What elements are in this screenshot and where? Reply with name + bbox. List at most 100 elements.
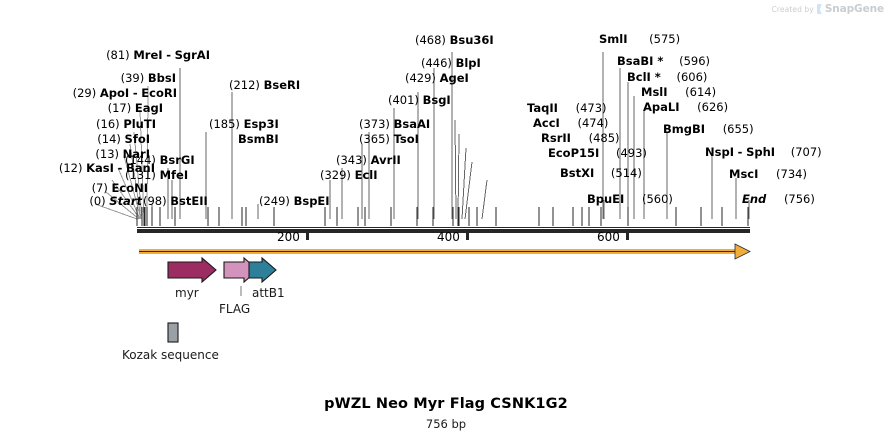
site-label-bsteii[interactable]: (98) BstEII bbox=[143, 194, 208, 208]
site-label-bsaai[interactable]: (373) BsaAI bbox=[359, 117, 430, 131]
site-name: BspEI bbox=[293, 194, 330, 208]
site-position: (401) bbox=[388, 93, 419, 107]
site-name-secondary: BanI bbox=[126, 161, 155, 175]
site-label-apoi-ecori[interactable]: (29) ApoI - EcoRI bbox=[72, 86, 177, 100]
site-position: (329) bbox=[320, 168, 351, 182]
site-name: SmlI bbox=[599, 32, 628, 46]
site-name: NspI bbox=[705, 145, 734, 159]
site-position: (606) bbox=[676, 70, 708, 84]
site-label-bsu36i[interactable]: (468) Bsu36I bbox=[415, 34, 494, 47]
site-name: ApoI bbox=[99, 86, 130, 100]
site-label-acci[interactable]: AccI (474) bbox=[533, 116, 608, 130]
site-label-msci[interactable]: MscI (734) bbox=[729, 168, 807, 181]
site-label-esp3i[interactable]: (185) Esp3I bbox=[209, 117, 279, 131]
site-name: BstEII bbox=[170, 194, 208, 208]
site-label-end[interactable]: End (756) bbox=[742, 192, 815, 206]
site-label-tsoi[interactable]: (365) TsoI bbox=[359, 133, 419, 146]
site-label-taqii[interactable]: TaqII (473) bbox=[527, 102, 607, 115]
site-position: (12) bbox=[58, 161, 83, 175]
site-name: ApaLI bbox=[643, 100, 680, 114]
site-name: AccI bbox=[533, 116, 560, 130]
restriction-site-labels: (0) Start (7) EcoNI (12) KasI - BanI (13… bbox=[0, 0, 892, 215]
site-position: (7) bbox=[91, 181, 108, 195]
site-label-bbsi[interactable]: (39) BbsI bbox=[0, 72, 176, 85]
site-position: (560) bbox=[641, 192, 673, 206]
snapgene-watermark: Created by SnapGene bbox=[771, 3, 885, 15]
site-label-bcli[interactable]: BclI * (606) bbox=[627, 70, 708, 84]
site-position: (493) bbox=[615, 146, 647, 160]
site-position: (16) bbox=[96, 117, 120, 131]
site-position: (373) bbox=[359, 117, 390, 131]
site-label-apali[interactable]: ApaLI (626) bbox=[643, 100, 728, 114]
feature-label-flag[interactable]: FLAG bbox=[219, 302, 251, 316]
watermark-created-label: Created by bbox=[771, 4, 814, 14]
feature-track: myr FLAG attB1 Kozak sequence bbox=[122, 256, 285, 362]
site-name: SfoI bbox=[124, 132, 150, 146]
site-name-secondary: SgrAI bbox=[174, 48, 210, 62]
site-position: (614) bbox=[685, 85, 717, 99]
site-label-kasi-bani[interactable]: (12) KasI - BanI bbox=[58, 161, 155, 175]
site-name: AgeI bbox=[439, 71, 469, 85]
site-position: (756) bbox=[783, 192, 815, 206]
site-position: (98) bbox=[143, 194, 167, 208]
site-position: (707) bbox=[790, 145, 822, 159]
site-label-smli[interactable]: SmlI (575) bbox=[599, 32, 680, 46]
site-label-bsmbi[interactable]: BsmBI bbox=[238, 132, 279, 146]
site-label-bstxi[interactable]: BstXI (514) bbox=[560, 166, 642, 180]
site-name-secondary: SphI bbox=[746, 145, 776, 159]
site-label-nari[interactable]: (13) NarI bbox=[0, 148, 150, 161]
site-name: AvrII bbox=[370, 153, 401, 167]
site-position: (14) bbox=[97, 132, 121, 146]
site-label-agei[interactable]: (429) AgeI bbox=[405, 71, 469, 85]
site-label-pluti[interactable]: (16) PluTI bbox=[0, 117, 156, 131]
site-position: (29) bbox=[72, 86, 97, 100]
site-name: MreI bbox=[133, 48, 163, 62]
site-label-msli[interactable]: MslI (614) bbox=[641, 85, 717, 99]
site-name: BclI * bbox=[627, 70, 661, 84]
site-label-ecop15i[interactable]: EcoP15I (493) bbox=[548, 146, 647, 160]
site-name: BsmBI bbox=[238, 132, 279, 146]
feature-label-kozak-sequence[interactable]: Kozak sequence bbox=[122, 348, 219, 362]
site-name: BsaBI * bbox=[617, 54, 664, 68]
site-label-ecli[interactable]: (329) EclI bbox=[320, 168, 378, 182]
site-label-bspei[interactable]: (249) BspEI bbox=[259, 194, 330, 208]
site-label-eagi[interactable]: (17) EagI bbox=[0, 101, 163, 115]
site-label-mrei-sgrai[interactable]: (81) MreI - SgrAI bbox=[106, 48, 210, 62]
site-position: (144) bbox=[125, 153, 156, 167]
site-name: MslI bbox=[641, 85, 668, 99]
site-name: PluTI bbox=[123, 117, 156, 131]
site-position: (212) bbox=[229, 78, 260, 92]
site-name: Start bbox=[109, 194, 142, 208]
site-label-bseri[interactable]: (212) BseRI bbox=[229, 78, 300, 92]
site-label-bsabi[interactable]: BsaBI * (596) bbox=[617, 54, 711, 68]
site-position: (249) bbox=[259, 194, 290, 208]
site-name: EclI bbox=[354, 168, 378, 182]
site-name: MfeI bbox=[159, 168, 189, 182]
site-position: (596) bbox=[679, 54, 711, 68]
site-label-bmgbi[interactable]: BmgBI (655) bbox=[663, 123, 754, 136]
site-name: KasI bbox=[86, 161, 114, 175]
site-position: (17) bbox=[107, 101, 132, 115]
site-label-start[interactable]: (0) Start bbox=[0, 194, 142, 208]
page-title: pWZL Neo Myr Flag CSNK1G2 bbox=[324, 396, 568, 412]
site-label-blpi[interactable]: (446) BlpI bbox=[421, 56, 481, 70]
title-block: pWZL Neo Myr Flag CSNK1G2 756 bp bbox=[0, 396, 892, 431]
feature-label-myr[interactable]: myr bbox=[175, 286, 199, 300]
site-name: EagI bbox=[134, 101, 163, 115]
site-label-sfoi[interactable]: (14) SfoI bbox=[0, 132, 150, 146]
site-name-secondary: EcoRI bbox=[141, 86, 177, 100]
site-label-mfei[interactable]: (131) MfeI bbox=[125, 168, 189, 182]
site-label-bpuei[interactable]: BpuEI (560) bbox=[587, 192, 673, 206]
site-position: (446) bbox=[421, 56, 452, 70]
site-name: BsrGI bbox=[159, 153, 195, 167]
site-label-bsgi[interactable]: (401) BsgI bbox=[388, 93, 451, 107]
site-label-avrii[interactable]: (343) AvrII bbox=[336, 153, 401, 167]
feature-label-attb1[interactable]: attB1 bbox=[252, 286, 285, 300]
site-name: BstXI bbox=[560, 166, 595, 180]
site-label-nspi-sphi[interactable]: NspI - SphI (707) bbox=[705, 145, 822, 159]
site-label-rsrii[interactable]: RsrII (485) bbox=[541, 132, 620, 145]
feature-box-kozak bbox=[167, 322, 179, 343]
site-position: (185) bbox=[209, 117, 240, 131]
site-label-bsrgi[interactable]: (144) BsrGI bbox=[125, 153, 195, 167]
site-label-econi[interactable]: (7) EcoNI bbox=[0, 181, 148, 195]
